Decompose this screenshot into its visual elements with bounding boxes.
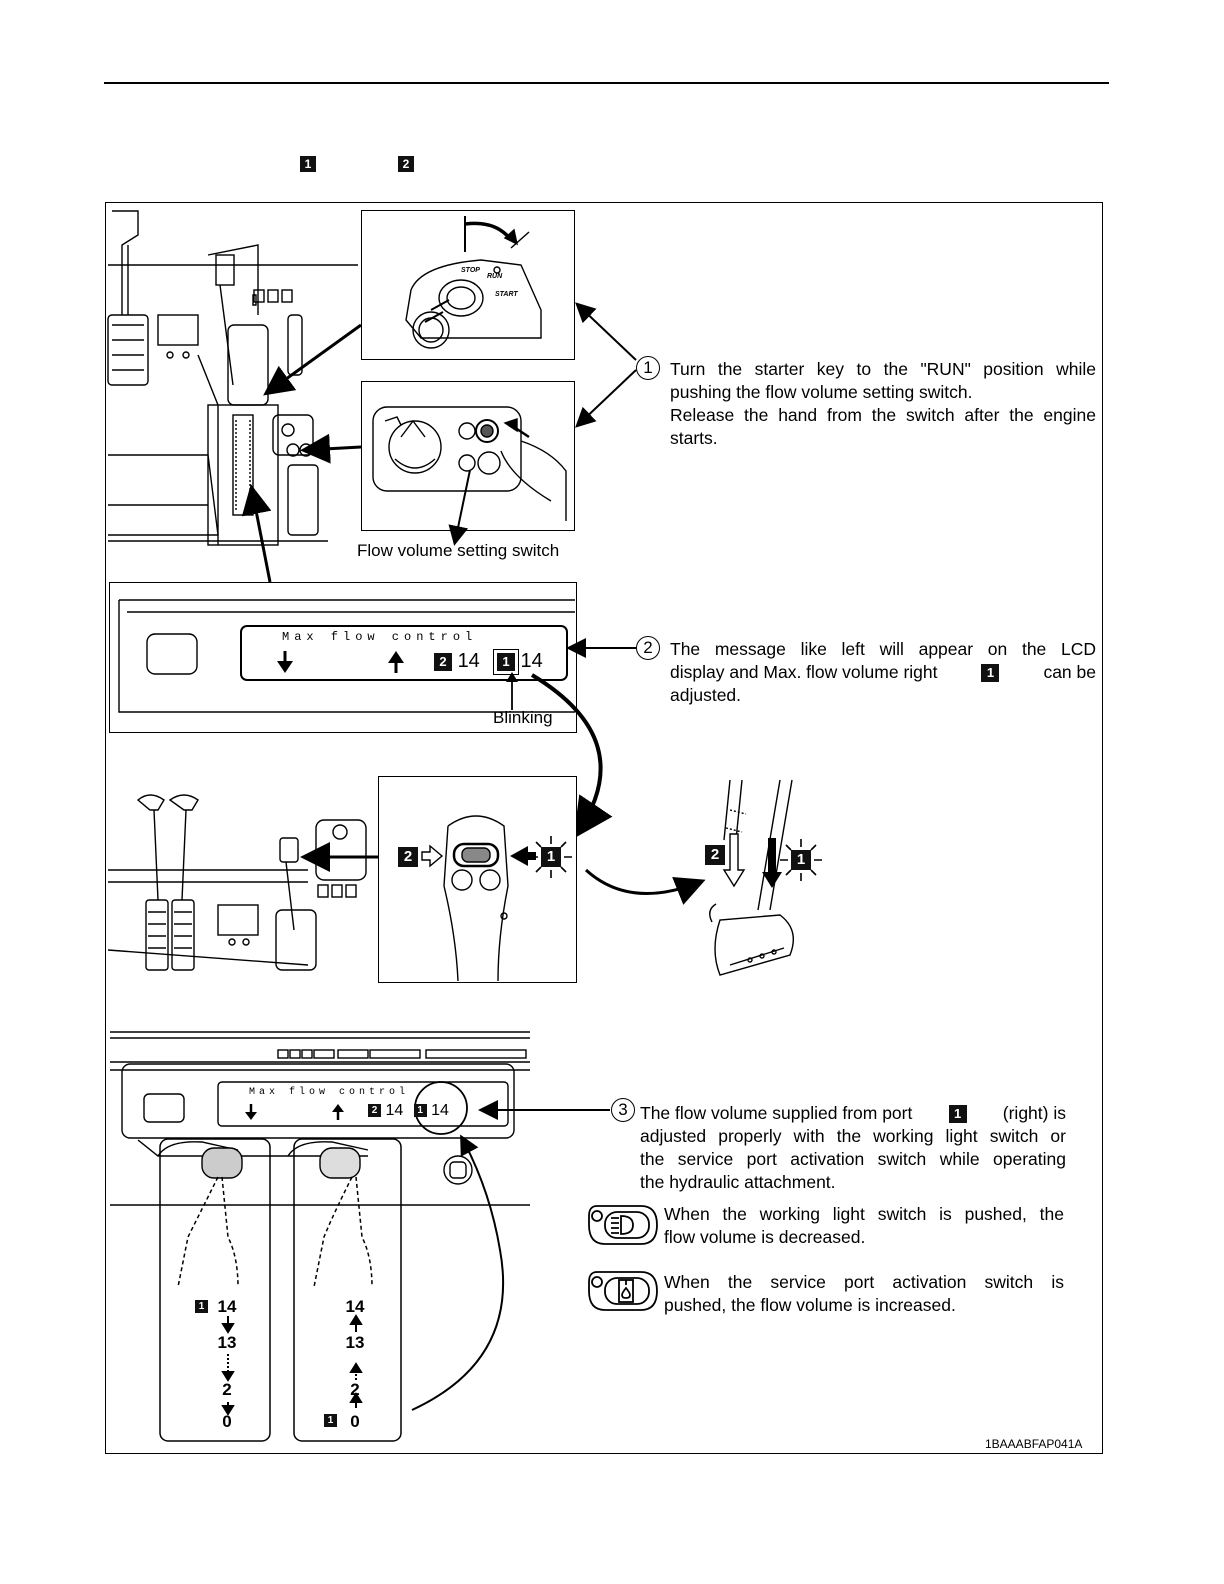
step-2-line: The message like left will appear on the…: [670, 639, 1096, 659]
step-3-badge: 1: [948, 1104, 967, 1123]
joystick-grip-illustration: [421, 815, 536, 982]
note-2-line: When the service port activation switch …: [664, 1272, 1064, 1292]
lcd-panel-illustration: [118, 599, 575, 713]
step-1-text: Turn the starter key to the "RUN" positi…: [670, 358, 1096, 450]
lcd-small-title: Max flow control: [249, 1087, 410, 1098]
step-3-line: the hydraulic attachment.: [640, 1172, 836, 1192]
note-1-line: When the working light switch is pushed,…: [664, 1204, 1064, 1224]
lcd-small-up-arrow-icon: [332, 1104, 344, 1120]
flow-switch-illustration: [372, 406, 567, 521]
lcd-small-port1-badge: 1: [413, 1104, 427, 1118]
joystick-blink-rays: [530, 836, 572, 878]
step-3-line-pre: The flow volume supplied from port: [640, 1103, 913, 1123]
service-port-icon: [588, 1271, 658, 1311]
seq-up-2: 2: [350, 1380, 360, 1399]
blinking-arrow: [506, 672, 518, 710]
working-light-icon: [588, 1205, 658, 1245]
step-3-text: The flow volume supplied from port 1 (ri…: [640, 1102, 1066, 1194]
figure-frame: [105, 202, 1103, 1454]
seq-up-badge: 1: [324, 1414, 337, 1427]
figure-id: 1BAAABFAP041A: [985, 1437, 1083, 1451]
flow-switch-label: Flow volume setting switch: [357, 541, 560, 560]
starter-key-inset: [361, 210, 575, 360]
operator-seat-illustration: [107, 794, 367, 971]
seq-down-arrows: [221, 1316, 235, 1416]
bucket-blink-rays: [780, 839, 822, 881]
seq-down-1: 13: [217, 1333, 237, 1352]
note-1-text: When the working light switch is pushed,…: [664, 1203, 1064, 1249]
lcd-small-values: 2 14 1 14: [368, 1102, 449, 1120]
key-stop-label: STOP: [461, 267, 480, 274]
step-2-number: 2: [636, 636, 660, 660]
step-1-line: Turn the starter key to the "RUN" positi…: [670, 359, 1096, 379]
lcd-port1-value: 14: [520, 650, 543, 672]
blinking-label: Blinking: [493, 708, 553, 727]
finger-panels-illustration: [159, 1138, 402, 1442]
step-2-line: display and Max. flow volume right 1 can…: [670, 661, 1096, 684]
step-2-badge: 1: [981, 663, 1000, 682]
key-start-label: START: [495, 291, 518, 298]
bucket-illustration: [709, 779, 794, 976]
lcd-up-arrow-icon: [388, 651, 404, 673]
step-1-line: starts.: [670, 428, 718, 448]
step-2-line: adjusted.: [670, 685, 742, 705]
seq-down-0: 14: [217, 1297, 237, 1316]
seq-up-0: 14: [345, 1297, 365, 1316]
seq-down-3: 0: [222, 1412, 232, 1431]
key-run-label: RUN: [487, 273, 503, 280]
seq-down-2: 2: [222, 1380, 232, 1399]
lcd-small-port2-value: 14: [385, 1102, 404, 1119]
joystick-left-badge: 2: [398, 847, 418, 867]
dashboard-illustration: [110, 1031, 530, 1206]
seq-down-badge: 1: [195, 1300, 208, 1313]
marker-2: 2: [398, 156, 414, 172]
step-1-number: 1: [636, 356, 660, 380]
step-2-text: The message like left will appear on the…: [670, 638, 1096, 707]
step-3-line: adjusted properly with the working light…: [640, 1126, 1066, 1146]
step-1-line: pushing the flow volume setting switch.: [670, 382, 973, 402]
step-3-line: The flow volume supplied from port 1 (ri…: [640, 1102, 1066, 1125]
lcd-port1-badge: 1: [492, 648, 519, 675]
header-rule: [104, 82, 1109, 84]
starter-key-illustration: STOP RUN START: [405, 216, 542, 349]
step-2-line-post: can be: [1043, 662, 1096, 682]
cab-overview-illustration: [107, 210, 358, 546]
lcd-small-port2-badge: 2: [368, 1104, 381, 1118]
step-3-line: the service port activation switch while…: [640, 1149, 1066, 1169]
note-2-text: When the service port activation switch …: [664, 1271, 1064, 1317]
step-3-number: 3: [611, 1098, 635, 1122]
bucket-left-badge: 2: [705, 845, 725, 865]
marker-1: 1: [300, 156, 316, 172]
seq-up-1: 13: [345, 1333, 365, 1352]
lcd-small-down-arrow-icon: [245, 1104, 257, 1120]
joystick-right-badge: 1: [541, 847, 561, 867]
note-1-line: flow volume is decreased.: [664, 1227, 866, 1247]
lcd-down-arrow-icon: [277, 651, 293, 673]
note-2-line: pushed, the flow volume is increased.: [664, 1295, 956, 1315]
lcd-title: Max flow control: [282, 630, 478, 644]
lcd-port2-value: 14: [457, 650, 480, 672]
lcd-values: 2 14 1 14: [434, 648, 543, 675]
step-2-line-pre: display and Max. flow volume right: [670, 662, 938, 682]
seq-up-3: 0: [350, 1412, 360, 1431]
joystick-inset: [378, 776, 577, 983]
step-1-line: Release the hand from the switch after t…: [670, 405, 1096, 425]
lcd-port2-badge: 2: [434, 652, 452, 671]
seq-up-arrows: [349, 1314, 363, 1408]
lcd-small-port1-value: 14: [431, 1102, 449, 1119]
step-3-line-post: (right) is: [1002, 1103, 1066, 1123]
bucket-right-badge: 1: [791, 850, 811, 870]
